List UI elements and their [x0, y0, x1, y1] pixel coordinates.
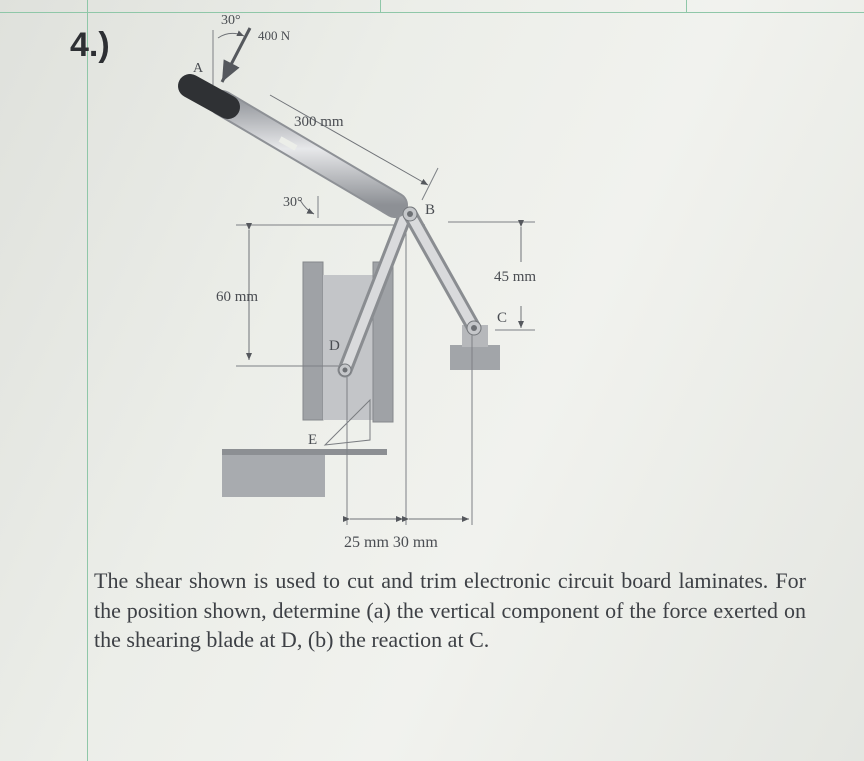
- problem-statement: The shear shown is used to cut and trim …: [94, 568, 806, 652]
- label-length-handle: 300 mm: [294, 114, 344, 130]
- guide-plate-left: [302, 261, 324, 421]
- grid-line: [686, 0, 687, 12]
- label-point-b: B: [425, 202, 435, 218]
- label-point-a: A: [193, 61, 204, 76]
- label-dim-45: 45 mm: [494, 269, 536, 285]
- label-dim-bottom: 25 mm 30 mm: [344, 534, 438, 551]
- board-laminate: [222, 449, 387, 455]
- label-angle-top: 30°: [221, 13, 241, 28]
- table-block: [222, 451, 325, 497]
- grid-line: [380, 0, 381, 12]
- handle-grip: [178, 74, 240, 119]
- label-point-c: C: [497, 310, 507, 326]
- label-force: 400 N: [258, 28, 291, 43]
- problem-number: 4.): [70, 26, 110, 64]
- label-angle-handle: 30°: [283, 195, 303, 210]
- grid-line: [0, 12, 864, 13]
- label-point-d: D: [329, 338, 340, 354]
- support-c: [450, 345, 500, 370]
- grid-line: [87, 0, 88, 761]
- label-point-e: E: [308, 432, 317, 448]
- force-arrow: [220, 27, 252, 83]
- label-dim-60: 60 mm: [216, 289, 258, 305]
